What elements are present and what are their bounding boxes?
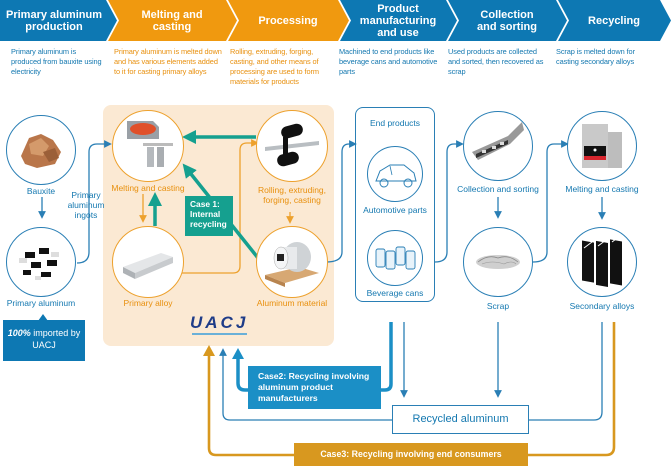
uacj-logo: UACJ: [190, 313, 249, 332]
chevron-product-manufacturing: [340, 0, 457, 41]
primary-alloy-label: Primary alloy: [123, 298, 173, 308]
beverage-label: Beverage cans: [366, 288, 424, 298]
case2-arrowhead: [232, 348, 244, 359]
chevron-primary-aluminum: [0, 0, 117, 41]
arrow-primary-alloy-to-rolling: [181, 139, 259, 274]
recycled-aluminum-loop: [223, 322, 603, 421]
arrow-scrap-to-recycling-melting: [532, 140, 569, 263]
arrow-end-products-to-collection: [434, 140, 464, 263]
collection-node: [463, 111, 533, 181]
rolling-label: Rolling, extruding, forging, casting: [257, 185, 327, 205]
automotive-node: [367, 146, 423, 202]
chevron-collection-sorting: [448, 0, 567, 41]
uacj-logo-underline: [192, 333, 247, 335]
stage-desc-recycling: Scrap is melted down for casting seconda…: [556, 47, 635, 66]
secondary-furnace-icon: [582, 124, 622, 168]
car-icon: [375, 164, 417, 188]
stage-desc-processing: Rolling, extruding, forging, casting, an…: [230, 47, 319, 86]
recycling-melting-label: Melting and casting: [565, 184, 639, 194]
melting-casting-node: [112, 110, 184, 182]
secondary-alloy-stacks-icon: [582, 235, 622, 288]
alloy-slab-icon: [123, 253, 173, 279]
stage-desc-product-manufacturing: Machined to end products like beverage c…: [339, 47, 438, 76]
stage-title-primary-aluminum: Primary aluminum production: [6, 8, 102, 33]
scrap-pile-icon: [476, 255, 520, 269]
end-products-title: End products: [369, 118, 421, 128]
chevron-processing: [228, 0, 349, 41]
stage-title-melting-casting: Melting and casting: [141, 8, 203, 33]
automotive-label: Automotive parts: [363, 205, 427, 215]
stage-title-product-manufacturing: Product manufacturing and use: [359, 2, 437, 39]
stage-desc-collection-sorting: Used products are collected and sorted, …: [448, 47, 544, 76]
chevron-melting-casting: [108, 0, 237, 41]
case1-internal-recycling-label: Case 1: Internal recycling: [185, 196, 233, 236]
aluminum-ingots-icon: [19, 248, 59, 280]
secondary-alloys-node: [567, 227, 637, 297]
rolling-mill-icon: [265, 123, 319, 167]
furnace-icon: [127, 121, 173, 167]
collection-label: Collection and sorting: [457, 184, 539, 194]
arrow-primary-aluminum-to-melting: [76, 140, 112, 264]
bauxite-node: [6, 115, 76, 185]
beverage-cans-icon: [375, 246, 416, 270]
stage-chevrons: [0, 0, 671, 41]
case3-arrowhead: [203, 345, 215, 356]
imported-by-uacj-note: 100% imported by UACJ: [3, 320, 85, 361]
recycling-melting-node: [567, 111, 637, 181]
stage-title-collection-sorting: Collection and sorting: [477, 8, 537, 33]
primary-aluminum-label: Primary aluminum: [6, 298, 76, 308]
case3-loop: [207, 322, 616, 457]
primary-aluminum-ingots-label: Primary aluminum ingots: [67, 190, 105, 220]
chevron-recycling: [558, 0, 671, 41]
note-pointer: [38, 314, 48, 321]
imported-percent: 100%: [7, 328, 31, 338]
bauxite-label: Bauxite: [26, 186, 56, 196]
secondary-alloys-label: Secondary alloys: [569, 301, 635, 311]
rolling-node: [256, 110, 328, 182]
case3-recycling-end-consumers-label: Case3: Recycling involving end consumers: [294, 443, 528, 466]
primary-alloy-node: [112, 226, 184, 298]
primary-aluminum-node: [6, 227, 76, 297]
beverage-node: [367, 230, 423, 286]
aluminum-material-label: Aluminum material: [256, 298, 328, 308]
aluminum-material-node: [256, 226, 328, 298]
sorting-conveyor-icon: [472, 122, 524, 160]
bauxite-ore-icon: [21, 134, 61, 168]
arrow-material-to-end-products: [325, 140, 357, 263]
case2-recycling-manufacturers-label: Case2: Recycling involving aluminum prod…: [248, 366, 381, 409]
scrap-label: Scrap: [486, 301, 510, 311]
imported-text: imported by UACJ: [30, 328, 81, 350]
melting-casting-label: Melting and casting: [111, 183, 185, 193]
stage-title-recycling: Recycling: [588, 14, 640, 27]
stage-desc-melting-casting: Primary aluminum is melted down and has …: [114, 47, 222, 76]
scrap-node: [463, 227, 533, 297]
stage-title-processing: Processing: [258, 14, 318, 27]
aluminum-coil-icon: [265, 242, 319, 287]
recycled-aluminum-box: Recycled aluminum: [392, 405, 529, 434]
stage-desc-primary-aluminum: Primary aluminum is produced from bauxit…: [11, 47, 102, 76]
